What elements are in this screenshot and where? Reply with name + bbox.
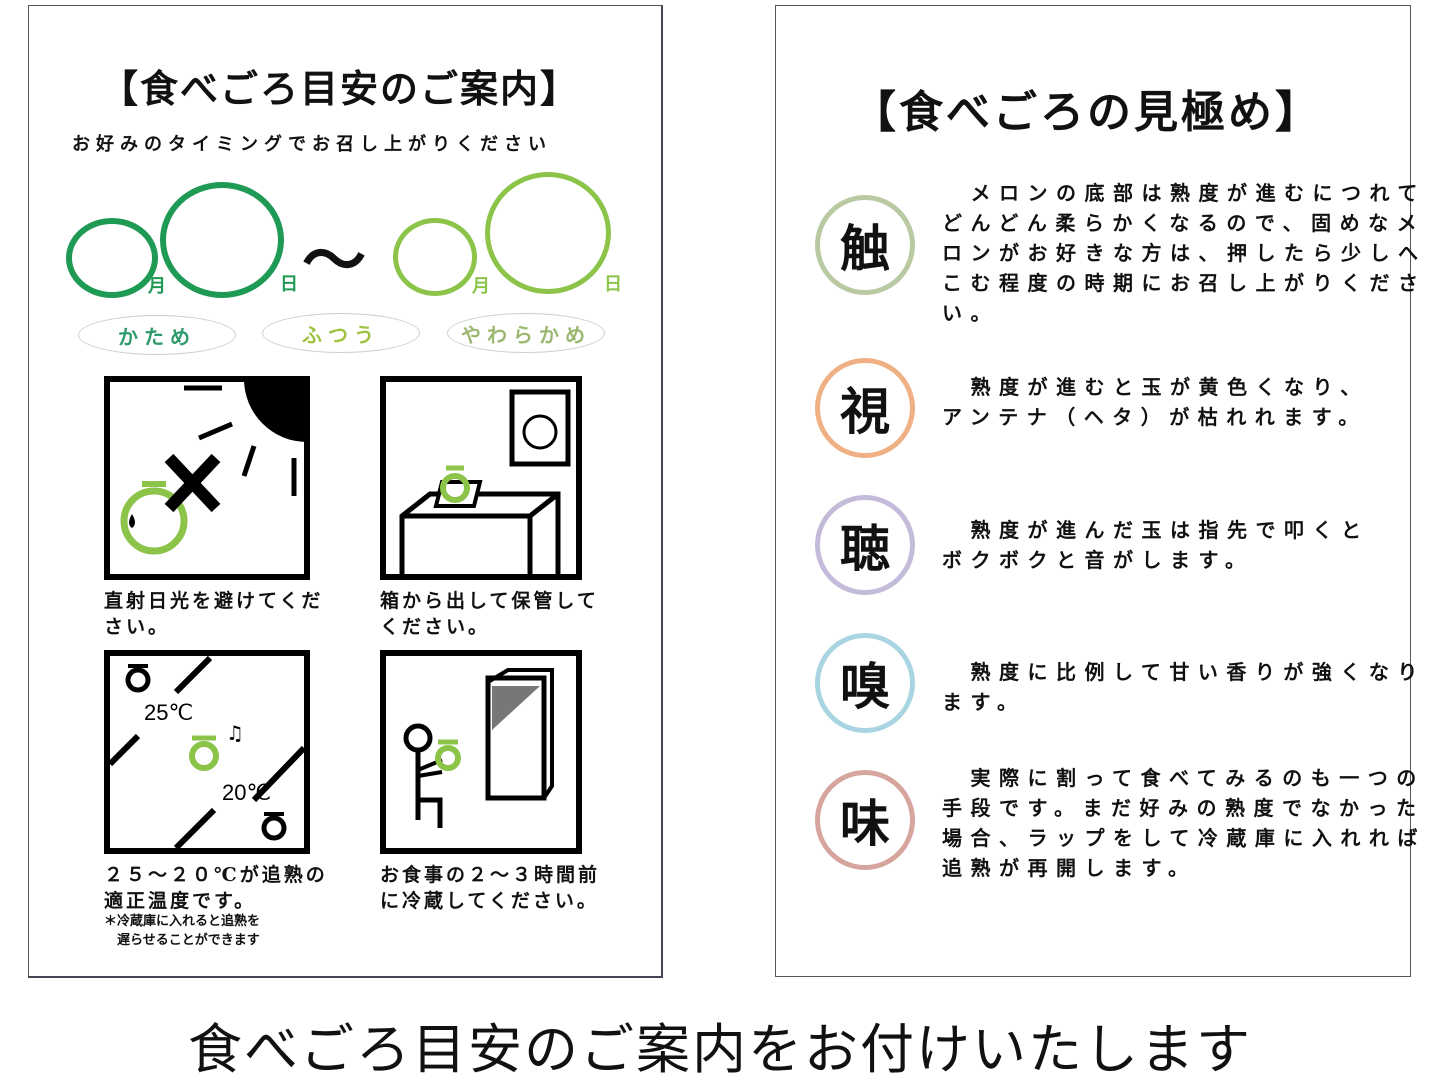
sunlight-caption: 直射日光を避けてください。 (104, 590, 324, 638)
taste-badge: 味 (815, 770, 915, 870)
touch-description: メロンの底部は熟度が進むにつれてどんどん柔らかくなるので、固めなメロンがお好きな… (942, 181, 1427, 325)
music-note-icon: ♫ (226, 721, 244, 745)
table-icon (399, 491, 561, 574)
refrigerator-icon (485, 675, 547, 801)
day-circle-end (485, 172, 611, 294)
melon-icon (189, 741, 219, 771)
avoid-sunlight-pictogram (104, 376, 310, 580)
refrigerate-caption: お食事の２～３時間前に冷蔵してください。 (380, 864, 601, 912)
month-circle-start (66, 218, 158, 298)
hearing-badge: 聴 (815, 495, 915, 595)
day-label: 日 (604, 274, 622, 295)
taste-description: 実際に割って食べてみるのも一つの手段です。まだ好みの熟度でなかった場合、ラップを… (942, 766, 1426, 880)
storage-caption: 箱から出して保管してください。 (380, 590, 599, 638)
refrigerate-pictogram (380, 650, 582, 854)
day-label: 日 (280, 274, 298, 295)
temperature-pictogram: 25℃ ♫ 20℃ (104, 650, 310, 854)
temp-low-label: 20℃ (222, 780, 271, 805)
take-out-of-box-pictogram (380, 376, 582, 580)
sight-badge: 視 (815, 358, 915, 458)
sight-description: 熟度が進むと玉が黄色くなり、アンテナ（ヘタ）が枯れれます。 (942, 375, 1369, 429)
temp-high-label: 25℃ (144, 700, 193, 725)
day-circle-start (160, 182, 284, 298)
guide-subtitle: お好みのタイミングでお召し上がりください (72, 134, 552, 155)
melon-icon (440, 473, 470, 503)
check-title: 【食べごろの見極め】 (852, 87, 1322, 138)
tilde: ～ (302, 224, 366, 299)
firmness-hard: かため (78, 315, 236, 355)
melon-picture-icon (522, 414, 558, 450)
smell-description: 熟度に比例して甘い香りが強くなります。 (942, 660, 1426, 714)
guide-title: 【食べごろ目安のご案内】 (100, 66, 581, 111)
bottom-caption: 食べごろ目安のご案内をお付けいたします (188, 1018, 1252, 1081)
melon-icon (120, 487, 188, 555)
refrigerator-note: ＊冷蔵庫に入れると追熟を 遅らせることができます (104, 914, 261, 948)
month-label: 月 (472, 276, 490, 297)
firmness-soft: やわらかめ (447, 313, 605, 353)
month-label: 月 (148, 276, 166, 297)
person-icon (403, 723, 433, 753)
melon-icon (435, 745, 461, 771)
sun-icon (244, 379, 307, 442)
firmness-normal: ふつう (262, 313, 420, 353)
month-circle-end (393, 218, 477, 296)
temperature-caption: ２５～２０℃が追熟の適正温度です。 (104, 864, 328, 912)
smell-badge: 嗅 (815, 633, 915, 733)
hearing-description: 熟度が進んだ玉は指先で叩くとボクボクと音がします。 (942, 518, 1370, 572)
touch-badge: 触 (815, 195, 915, 295)
